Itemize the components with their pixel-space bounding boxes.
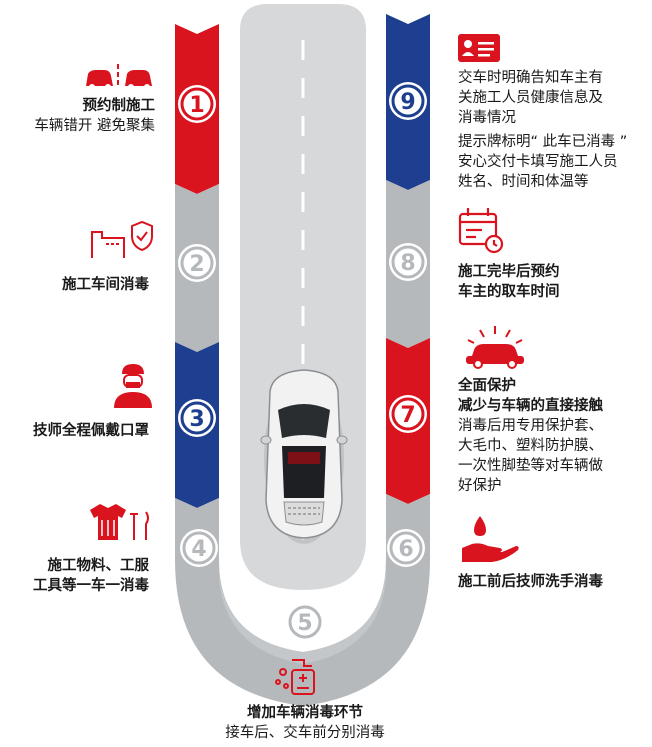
step-7-label: 全面保护 减少与车辆的直接接触 消毒后用专用保护套、 大毛巾、塑料防护膜、 一次… bbox=[458, 376, 603, 496]
step-6-title: 施工前后技师洗手消毒 bbox=[458, 574, 603, 590]
car-distance-icon bbox=[86, 64, 152, 90]
step-badge-3: 3 bbox=[178, 399, 216, 437]
step-1-label: 预约制施工 车辆错开 避免聚集 bbox=[34, 96, 155, 136]
step-4-title-line-2: 工具等一车一消毒 bbox=[33, 578, 149, 594]
step-3-label: 技师全程佩戴口罩 bbox=[33, 421, 149, 441]
step-number-5: 5 bbox=[297, 611, 312, 636]
step-number-7: 7 bbox=[400, 403, 415, 428]
step-9-line-a-1: 交车时明确告知车主有 bbox=[458, 70, 603, 86]
step-7-detail-2: 大毛巾、塑料防护膜、 bbox=[458, 438, 603, 454]
hand-wash-icon bbox=[462, 516, 519, 562]
step-badge-5: 5 bbox=[286, 603, 324, 641]
step-5-detail: 接车后、交车前分别消毒 bbox=[225, 725, 385, 741]
step-9-line-b-1: 提示牌标明“ 此车已消毒 ” bbox=[458, 134, 628, 150]
step-3-title: 技师全程佩戴口罩 bbox=[33, 423, 149, 439]
step-4-title-line-1: 施工物料、工服 bbox=[47, 558, 150, 574]
step-7-detail-4: 好保护 bbox=[458, 478, 502, 494]
workshop-shield-icon bbox=[91, 220, 153, 258]
step-9-line-a-2: 关施工人员健康信息及 bbox=[458, 90, 603, 106]
step-badge-1: 1 bbox=[178, 85, 216, 123]
step-number-2: 2 bbox=[189, 252, 204, 277]
shirt-tools-icon bbox=[90, 504, 149, 540]
step-2-label: 施工车间消毒 bbox=[62, 275, 149, 295]
car-protection-icon bbox=[466, 326, 524, 369]
step-badge-9: 9 bbox=[389, 82, 427, 120]
step-number-9: 9 bbox=[400, 90, 415, 115]
step-badges: 1 2 3 4 5 6 7 bbox=[178, 82, 427, 641]
step-9-label: 交车时明确告知车主有 关施工人员健康信息及 消毒情况 提示牌标明“ 此车已消毒 … bbox=[458, 68, 627, 192]
step-number-3: 3 bbox=[189, 407, 204, 432]
step-number-4: 4 bbox=[191, 537, 206, 562]
step-1-title: 预约制施工 bbox=[82, 98, 156, 114]
step-7-detail-1: 消毒后用专用保护套、 bbox=[458, 418, 603, 434]
step-7-title-line-2: 减少与车辆的直接接触 bbox=[458, 398, 603, 414]
step-5-label: 增加车辆消毒环节 接车后、交车前分别消毒 bbox=[200, 703, 410, 743]
step-badge-6: 6 bbox=[387, 529, 425, 567]
step-8-title-line-1: 施工完毕后预约 bbox=[458, 264, 560, 280]
step-number-6: 6 bbox=[398, 537, 413, 562]
step-9-line-b-3: 姓名、时间和体温等 bbox=[458, 174, 589, 190]
masked-worker-icon bbox=[114, 364, 152, 408]
step-9-line-b-2: 安心交付卡填写施工人员 bbox=[458, 154, 618, 170]
step-number-8: 8 bbox=[400, 251, 415, 276]
step-7-title-line-1: 全面保护 bbox=[458, 378, 516, 394]
step-5-title: 增加车辆消毒环节 bbox=[247, 705, 363, 721]
disinfectant-bottle-icon bbox=[275, 659, 315, 695]
step-badge-7: 7 bbox=[389, 395, 427, 433]
step-badge-2: 2 bbox=[178, 244, 216, 282]
step-7-detail-3: 一次性脚垫等对车辆做 bbox=[458, 458, 603, 474]
step-8-label: 施工完毕后预约 车主的取车时间 bbox=[458, 262, 560, 302]
step-6-label: 施工前后技师洗手消毒 bbox=[458, 572, 603, 592]
step-9-line-a-3: 消毒情况 bbox=[458, 110, 516, 126]
step-badge-4: 4 bbox=[180, 529, 218, 567]
step-8-title-line-2: 车主的取车时间 bbox=[458, 284, 560, 300]
step-number-1: 1 bbox=[189, 93, 204, 118]
step-1-detail: 车辆错开 避免聚集 bbox=[34, 118, 155, 134]
step-badge-8: 8 bbox=[389, 243, 427, 281]
calendar-clock-icon bbox=[458, 208, 504, 254]
car-illustration bbox=[260, 369, 348, 544]
step-2-title: 施工车间消毒 bbox=[62, 277, 149, 293]
info-card-icon bbox=[458, 34, 500, 62]
step-4-label: 施工物料、工服 工具等一车一消毒 bbox=[33, 556, 149, 596]
